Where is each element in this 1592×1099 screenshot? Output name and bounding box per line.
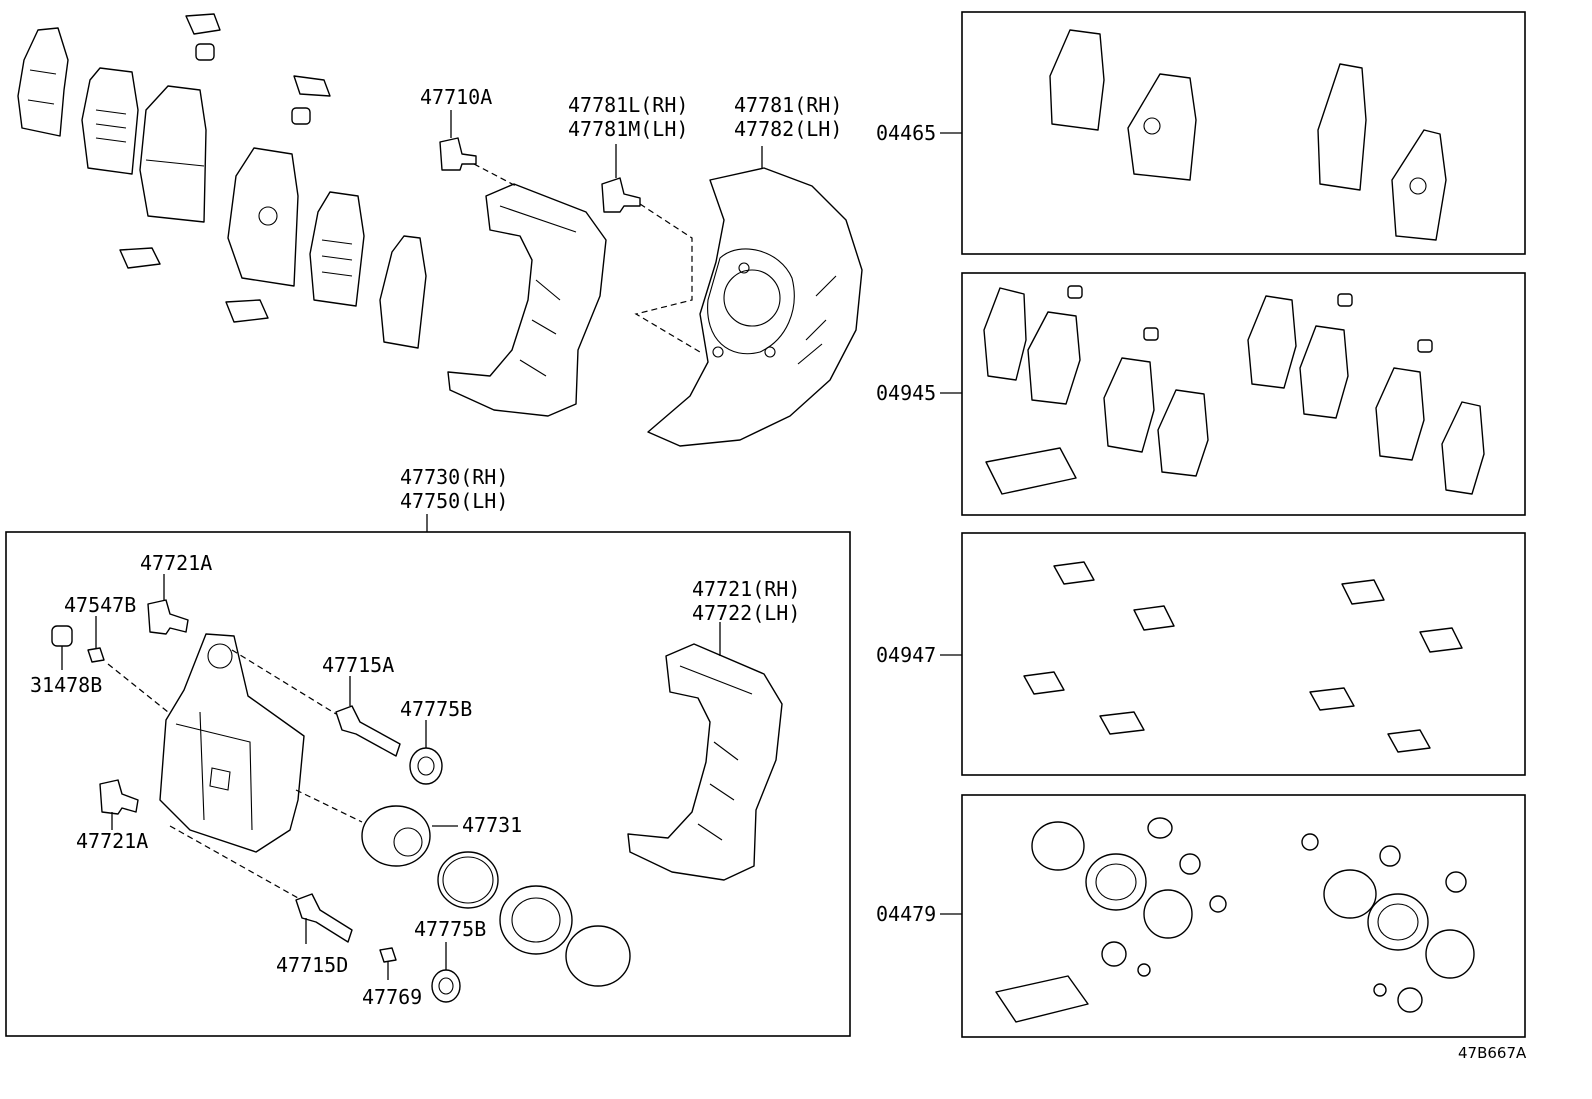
label-47750LH: 47750(LH) — [400, 489, 508, 513]
caliper-mount-bracket — [627, 622, 783, 881]
pad-clip-4 — [225, 299, 269, 323]
part-31478B — [51, 625, 73, 670]
pad-shim-1 — [17, 27, 69, 137]
kit-04945-shims — [983, 285, 1485, 495]
guide-pin-47715D — [295, 893, 353, 944]
brake-pad-2 — [227, 147, 299, 287]
loose-pads-group — [17, 13, 427, 349]
label-31478B: 31478B — [30, 673, 102, 697]
label-47721A-bottom: 47721A — [76, 829, 148, 853]
piston-boot — [499, 885, 573, 955]
boot-47775B-top — [409, 720, 443, 785]
kit-04947-clips — [1023, 561, 1463, 753]
caliper-body — [159, 633, 305, 853]
kit-box-04947 — [961, 532, 1526, 776]
caliper-bracket-upper — [447, 183, 607, 417]
caliper-assembly-box — [5, 531, 851, 1037]
label-47722LH: 47722(LH) — [692, 601, 800, 625]
dust-shield — [647, 146, 863, 447]
brake-pad-1 — [139, 85, 207, 223]
bolt-47781 — [601, 144, 641, 213]
bolt-47721A-bottom — [99, 779, 139, 830]
reference-code: 47B667A — [1458, 1044, 1527, 1062]
kit-box-04479 — [961, 794, 1526, 1038]
label-47547B: 47547B — [64, 593, 136, 617]
kit-box-04465 — [961, 11, 1526, 255]
seal-ring-2 — [565, 925, 631, 987]
label-47781M: 47781M(LH) — [568, 117, 688, 141]
label-47782LH: 47782(LH) — [734, 117, 842, 141]
piston-47731 — [361, 805, 458, 867]
label-47781L: 47781L(RH) — [568, 93, 688, 117]
label-47715A: 47715A — [322, 653, 394, 677]
bolt-47721A-top — [147, 574, 189, 635]
label-47721A-top: 47721A — [140, 551, 212, 575]
guide-pin-47715A — [335, 676, 401, 757]
seal-ring-1 — [437, 851, 499, 909]
pad-clip-1 — [185, 13, 221, 61]
kit-04465-pads — [1049, 29, 1447, 241]
label-47730RH: 47730(RH) — [400, 465, 508, 489]
label-47775B-bottom: 47775B — [414, 917, 486, 941]
label-47775B-top: 47775B — [400, 697, 472, 721]
part-47547B — [87, 616, 105, 663]
label-47781RH: 47781(RH) — [734, 93, 842, 117]
kit-label-04465: 04465 — [876, 121, 936, 145]
pad-shim-4 — [379, 235, 427, 349]
part-47769 — [379, 947, 397, 980]
pad-shim-3 — [309, 191, 365, 307]
label-47721RH: 47721(RH) — [692, 577, 800, 601]
label-47710A: 47710A — [420, 85, 492, 109]
kit-box-04945 — [961, 272, 1526, 516]
kit-04479-seals — [995, 817, 1475, 1023]
kit-label-04479: 04479 — [876, 902, 936, 926]
bolt-47710A — [439, 110, 477, 171]
pad-shim-2 — [81, 67, 139, 175]
boot-47775B-bottom — [431, 942, 461, 1003]
kit-label-04947: 04947 — [876, 643, 936, 667]
kit-label-04945: 04945 — [876, 381, 936, 405]
pad-clip-2 — [291, 75, 331, 125]
pad-clip-3 — [119, 247, 161, 269]
label-47769: 47769 — [362, 985, 422, 1009]
label-47715D: 47715D — [276, 953, 348, 977]
label-47731: 47731 — [462, 813, 522, 837]
